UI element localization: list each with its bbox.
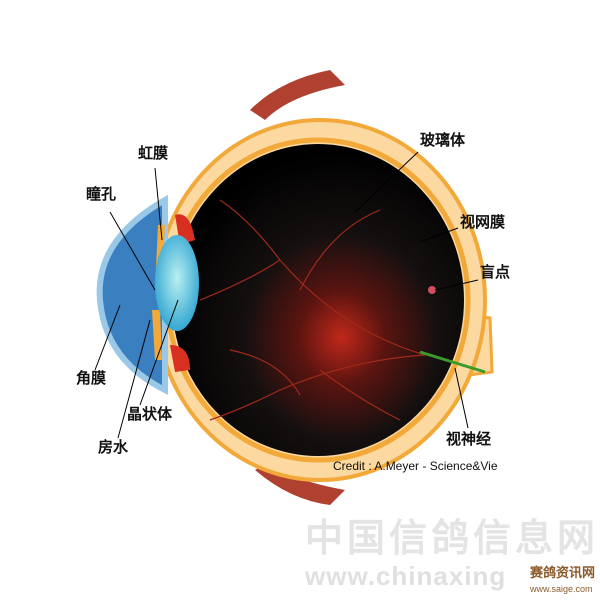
ciliary-bottom — [170, 345, 190, 372]
credit-text: Credit : A.Meyer - Science&Vie — [333, 459, 498, 473]
watermark-site-name: 中国信鸽信息网 — [305, 516, 600, 560]
label-retina: 视网膜 — [460, 213, 506, 231]
muscle-top — [250, 70, 345, 120]
pointer-lines — [94, 151, 479, 439]
retinal-vessels — [199, 199, 426, 421]
cornea — [96, 194, 168, 395]
label-cornea: 角膜 — [76, 369, 107, 387]
label-pupil: 瞳孔 — [86, 185, 117, 203]
watermark-logo-url: www.saige.com — [530, 584, 593, 594]
watermark-logo-name: 赛鸽资讯网 — [530, 566, 596, 581]
label-vitreous: 玻璃体 — [420, 131, 466, 149]
label-blind-spot: 盲点 — [480, 263, 511, 281]
lens — [155, 235, 199, 331]
label-iris: 虹膜 — [138, 144, 169, 162]
optic-nerve-fiber — [419, 350, 486, 374]
watermark-site-url: www.chinaxing — [305, 561, 507, 591]
label-lens: 晶状体 — [127, 405, 173, 423]
label-aqueous: 房水 — [98, 438, 129, 456]
blind-spot — [428, 286, 436, 294]
label-optic-nerve: 视神经 — [446, 430, 492, 448]
vitreous-body — [172, 144, 464, 456]
